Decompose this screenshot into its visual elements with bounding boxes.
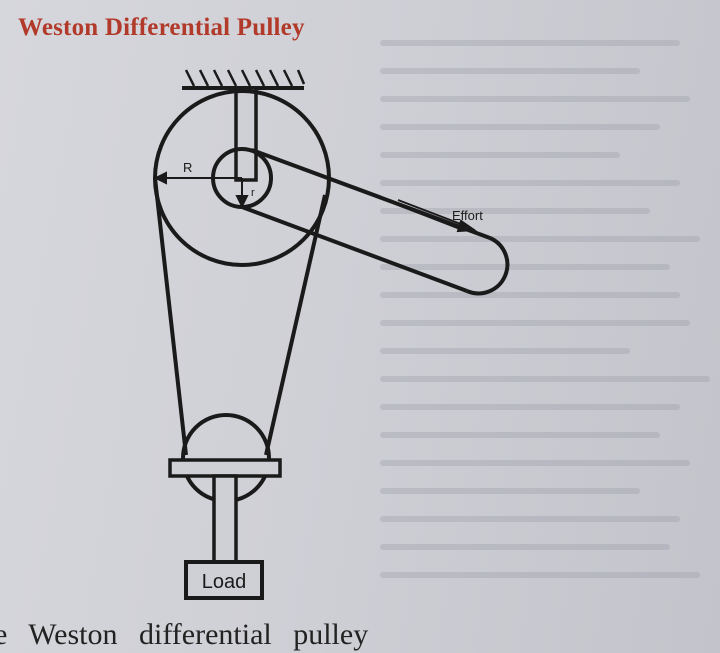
effort-arrow	[397, 199, 477, 233]
body-text-fragment: e Weston differential pulley	[0, 618, 369, 651]
big-radius-label: R	[183, 160, 192, 175]
effort-label: Effort	[452, 208, 483, 223]
section-title: Weston Differential Pulley	[18, 14, 305, 41]
load-box	[184, 560, 264, 600]
load-hook	[168, 458, 282, 566]
radius-arrows	[153, 171, 249, 209]
small-radius-label: r	[251, 187, 255, 199]
effort-chain-loop	[241, 148, 510, 296]
hanger-strap	[234, 86, 258, 182]
faded-background-text	[380, 0, 720, 653]
load-label: Load	[202, 571, 247, 593]
load-chain	[153, 177, 327, 456]
ceiling-support	[182, 69, 306, 90]
